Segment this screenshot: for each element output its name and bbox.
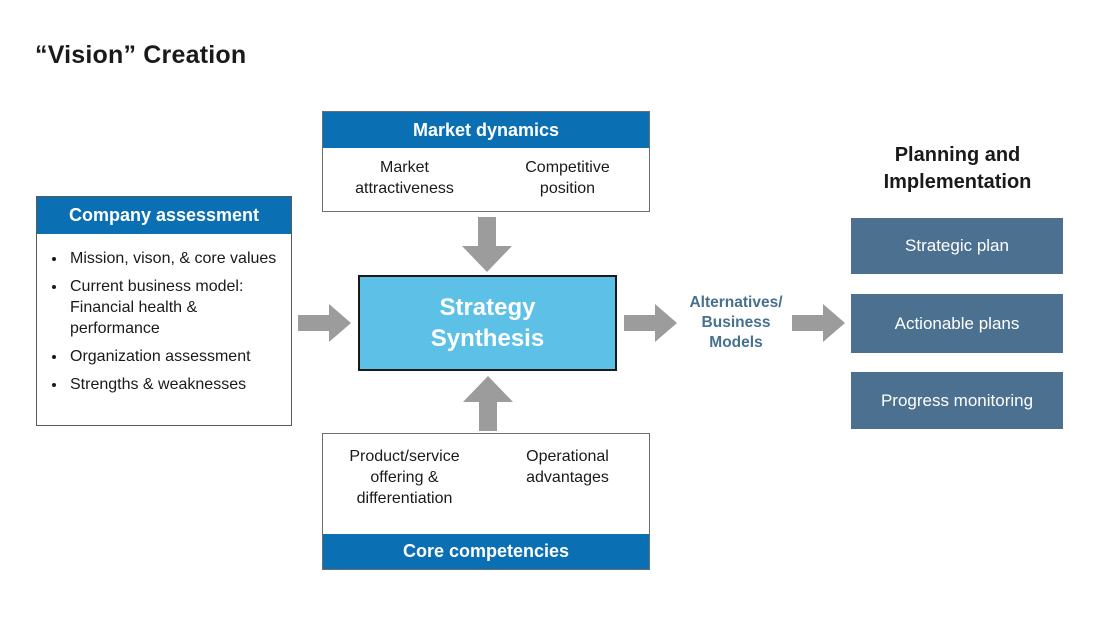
core-to-synthesis-arrow-icon (463, 376, 513, 431)
core-competencies-header: Core competencies (323, 534, 649, 569)
alternatives-to-planning-arrow-icon (792, 304, 845, 342)
actionable-plans-box: Actionable plans (851, 294, 1063, 353)
strategy-synthesis-box: Strategy Synthesis (358, 275, 617, 371)
operational-advantages-label: Operational advantages (526, 448, 609, 486)
synthesis-to-alternatives-arrow-icon (624, 304, 677, 342)
planning-implementation-heading: Planning and Implementation (883, 144, 1032, 193)
core-competencies-body: Product/service offering & differentiati… (323, 434, 649, 534)
company-assessment-list: Mission, vison, & core values Current bu… (37, 248, 291, 395)
list-item: Current business model: Financial health… (67, 276, 291, 339)
market-dynamics-header: Market dynamics (323, 112, 649, 148)
company-assessment-header: Company assessment (37, 197, 291, 234)
alternatives-business-models-label: Alternatives/ Business Models (689, 294, 783, 351)
competitive-position-label: Competitive position (525, 159, 610, 197)
company-to-synthesis-arrow-icon (298, 304, 351, 342)
market-dynamics-body: Market attractiveness Competitive positi… (323, 148, 649, 199)
market-attractiveness-label: Market attractiveness (355, 159, 454, 197)
market-dynamics-box: Market dynamics Market attractiveness Co… (322, 111, 650, 212)
strategic-plan-box: Strategic plan (851, 218, 1063, 274)
page-title: “Vision” Creation (35, 41, 247, 69)
market-to-synthesis-arrow-icon (462, 217, 512, 272)
list-item: Mission, vison, & core values (67, 248, 291, 269)
progress-monitoring-box: Progress monitoring (851, 372, 1063, 429)
product-service-label: Product/service offering & differentiati… (349, 448, 460, 507)
core-competencies-box: Product/service offering & differentiati… (322, 433, 650, 570)
list-item: Strengths & weaknesses (67, 374, 291, 395)
company-assessment-box: Company assessment Mission, vison, & cor… (36, 196, 292, 426)
list-item: Organization assessment (67, 346, 291, 367)
